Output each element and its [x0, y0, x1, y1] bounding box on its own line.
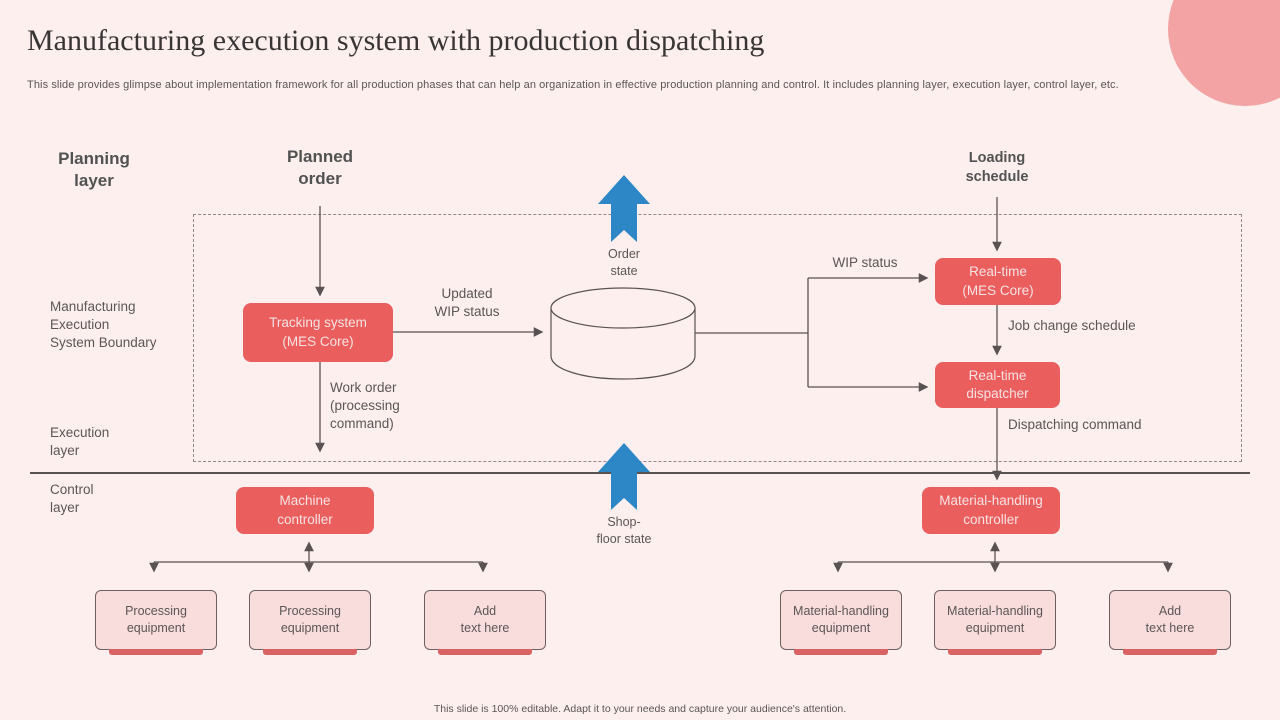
tracking-system-node[interactable]: Tracking system (MES Core) [243, 303, 393, 362]
updated-wip-status-label: Updated WIP status [434, 286, 500, 319]
wip-database-node[interactable]: WIP database [589, 320, 657, 361]
processing-equipment-box-1[interactable]: Processing equipment [95, 590, 217, 655]
add-text-placeholder-box-2[interactable]: Add text here [1109, 590, 1231, 655]
realtime-mes-core-node[interactable]: Real-time (MES Core) [935, 258, 1061, 305]
mes-boundary-dashed-box [193, 214, 1242, 462]
machine-controller-node[interactable]: Machine controller [236, 487, 374, 534]
material-handling-equipment-box-2[interactable]: Material-handling equipment [934, 590, 1056, 655]
slide-footer-note: This slide is 100% editable. Adapt it to… [433, 703, 847, 715]
control-layer-divider-line [30, 472, 1250, 474]
material-handling-equipment-box-1[interactable]: Material-handling equipment [780, 590, 902, 655]
loading-schedule-label: Loading schedule [965, 150, 1029, 185]
job-change-schedule-label: Job change schedule [1008, 318, 1136, 333]
shop-floor-state-label: Shop- floor state [596, 515, 652, 546]
planned-order-label: Planned order [286, 147, 354, 188]
execution-layer-label: Execution layer [50, 425, 110, 458]
control-layer-label: Control layer [50, 482, 94, 515]
mes-boundary-label: Manufacturing Execution System Boundary [50, 299, 157, 350]
material-handling-controller-node[interactable]: Material-handling controller [922, 487, 1060, 534]
work-order-label: Work order (processing command) [330, 380, 400, 431]
planning-layer-label: Planning layer [58, 149, 130, 190]
processing-equipment-box-2[interactable]: Processing equipment [249, 590, 371, 655]
slide-subtitle: This slide provides glimpse about implem… [27, 79, 1119, 91]
add-text-placeholder-box-1[interactable]: Add text here [424, 590, 546, 655]
page-title: Manufacturing execution system with prod… [27, 24, 765, 57]
realtime-dispatcher-node[interactable]: Real-time dispatcher [935, 362, 1060, 408]
dispatching-command-label: Dispatching command [1008, 417, 1142, 432]
order-state-label: Order state [608, 247, 640, 278]
wip-status-label: WIP status [832, 255, 898, 270]
